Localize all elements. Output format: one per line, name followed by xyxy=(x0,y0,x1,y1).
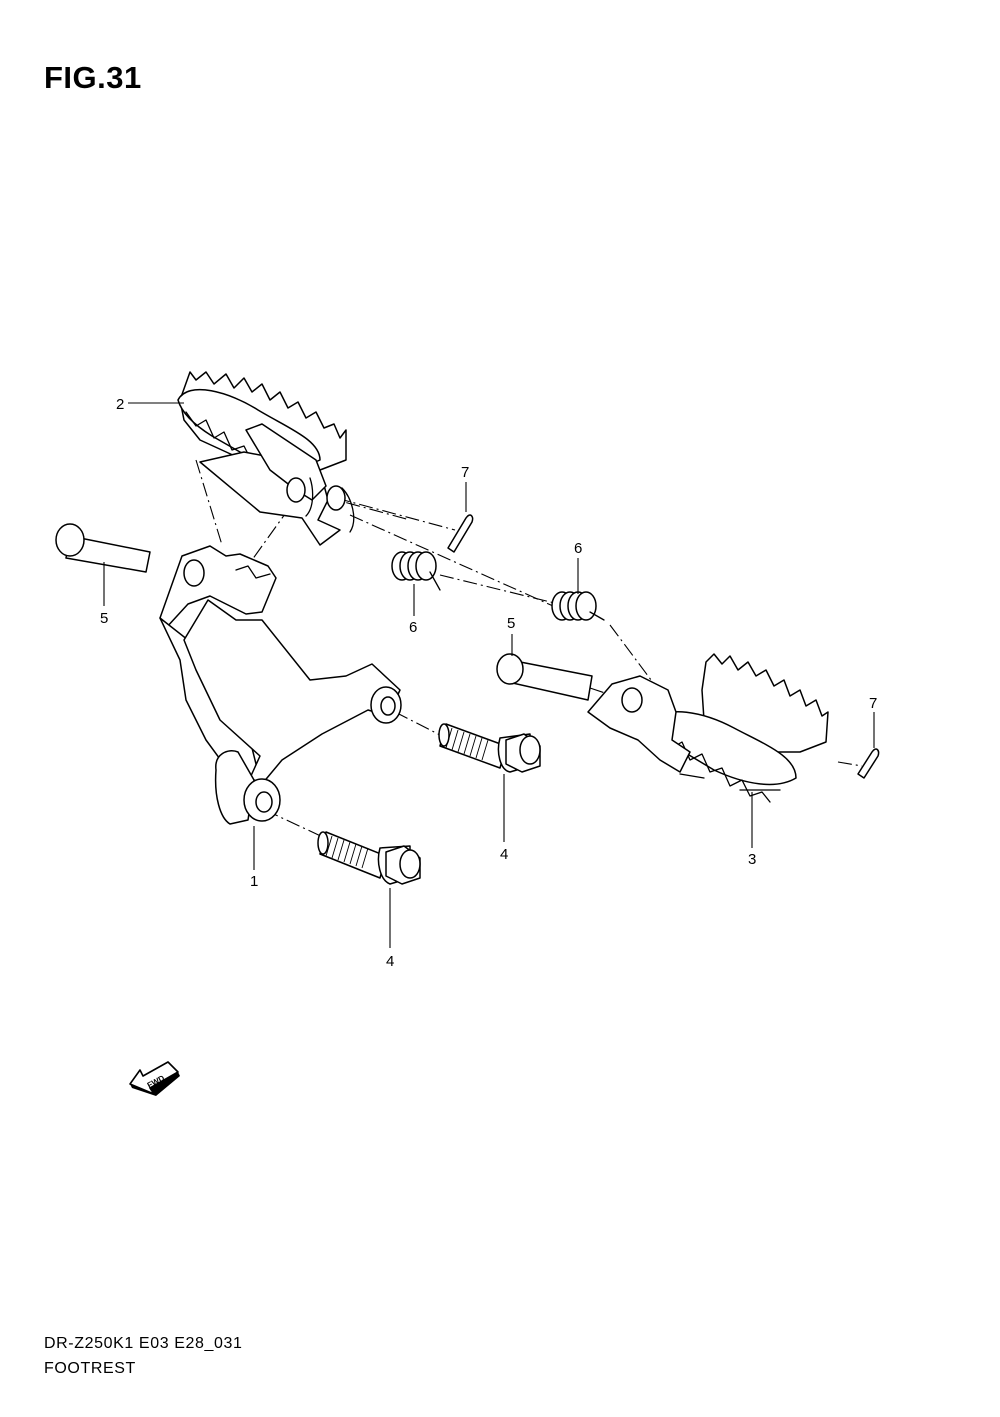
callout-6-left: 6 xyxy=(409,619,417,636)
pin-left xyxy=(55,523,151,573)
footrest-left xyxy=(177,371,355,546)
callout-labels: 2 1 3 4 4 5 5 6 6 7 7 xyxy=(100,396,877,970)
footrest-right xyxy=(587,653,829,803)
spring-right xyxy=(551,591,605,621)
callout-5-left: 5 xyxy=(100,610,108,627)
callout-7-right: 7 xyxy=(869,695,877,712)
callout-4-lower: 4 xyxy=(386,953,394,970)
bolt-lower xyxy=(317,831,421,885)
fwd-arrow-icon: FWD xyxy=(129,1061,180,1096)
callout-3: 3 xyxy=(748,851,756,868)
cotter-pin-right xyxy=(857,748,880,779)
callout-1: 1 xyxy=(250,873,258,890)
footrest-bracket xyxy=(159,545,402,825)
callout-4-upper: 4 xyxy=(500,846,508,863)
diagram-name: FOOTREST xyxy=(44,1360,136,1377)
callout-2: 2 xyxy=(116,396,124,413)
figure-title: FIG.31 xyxy=(44,60,142,95)
spring-left xyxy=(391,551,441,591)
callout-6-right: 6 xyxy=(574,540,582,557)
leader-lines xyxy=(103,402,875,948)
callout-7-left: 7 xyxy=(461,464,469,481)
diagram-code: DR-Z250K1 E03 E28_031 xyxy=(44,1335,243,1352)
pin-right xyxy=(496,653,593,701)
cotter-pin-left xyxy=(447,514,474,553)
callout-5-right: 5 xyxy=(507,615,515,632)
bolt-upper xyxy=(438,723,541,773)
